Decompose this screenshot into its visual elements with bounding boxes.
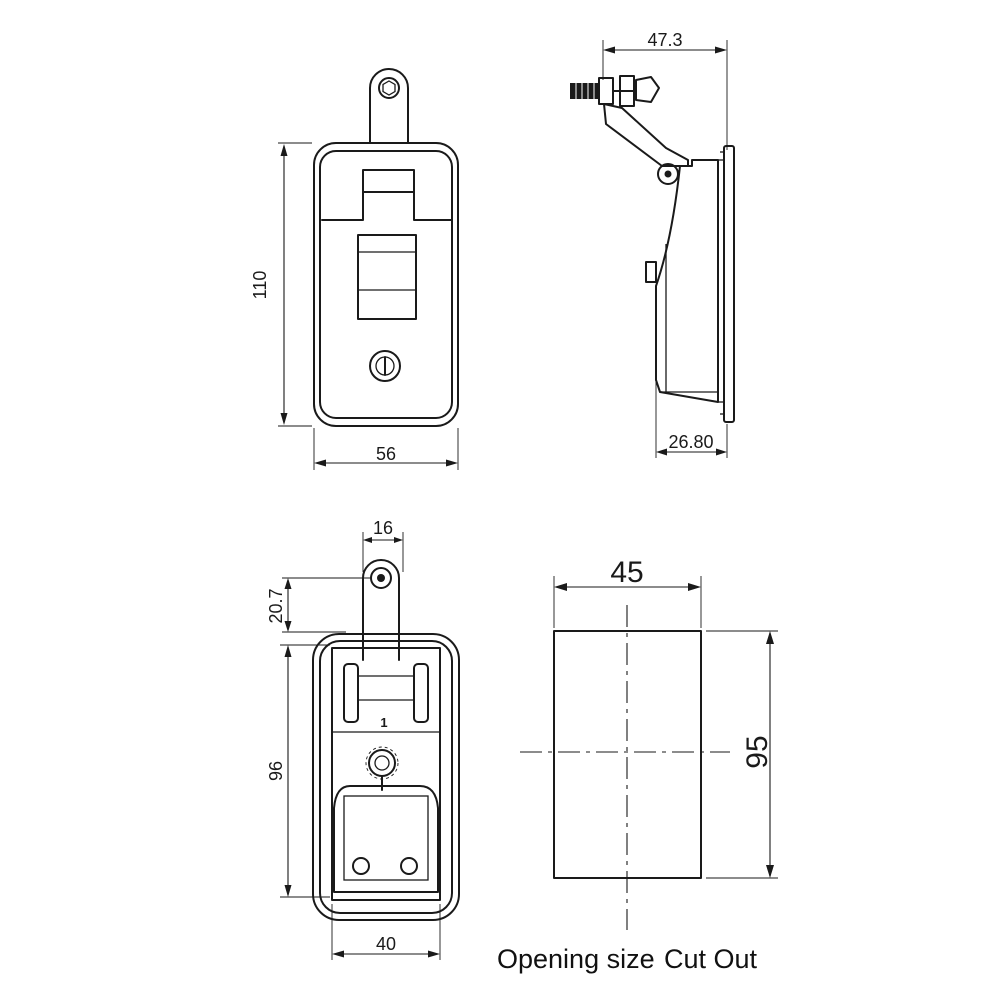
dim-40-arrow-right <box>428 950 440 958</box>
side-knob <box>645 261 657 283</box>
back-lower-plate <box>343 795 429 881</box>
back-mech-right <box>413 663 429 723</box>
side-bracket-mid <box>619 75 635 107</box>
dim-95-label: 95 <box>741 735 774 768</box>
caption-cut-out: Cut Out <box>664 944 758 974</box>
side-threaded-rod <box>570 83 600 99</box>
dim-56-arrow-right <box>446 459 458 467</box>
back-hole-left <box>352 857 370 875</box>
dim-26-arrow-left <box>656 448 667 456</box>
front-view: 110 56 <box>250 68 459 470</box>
dim-56-label: 56 <box>376 444 396 464</box>
cutout-view: 45 95 <box>520 556 778 930</box>
front-tab-bolt <box>378 77 400 99</box>
side-body <box>655 159 719 403</box>
dim-56-arrow-left <box>314 459 326 467</box>
side-pivot <box>657 163 679 185</box>
back-tab <box>362 559 400 661</box>
dim-95-arrow-top <box>766 631 774 644</box>
dim-45-arrow-right <box>688 583 701 591</box>
dim-20-label: 20.7 <box>266 588 286 623</box>
front-key-lock-icon <box>369 350 401 382</box>
front-trigger <box>357 234 417 320</box>
back-outer-flange <box>312 633 460 921</box>
side-pivot-center <box>664 170 672 178</box>
back-mech-left <box>343 663 359 723</box>
back-gear-icon <box>368 749 396 777</box>
dim-16-label: 16 <box>373 518 393 538</box>
dim-110-label: 110 <box>250 271 270 300</box>
side-bracket-left <box>598 77 614 105</box>
back-hole-right <box>400 857 418 875</box>
side-nut-icon <box>635 76 660 103</box>
dim-16-arrow-left <box>363 537 372 543</box>
dim-16-arrow-right <box>394 537 403 543</box>
dim-96-label: 96 <box>266 761 286 781</box>
dim-20-arrow-top <box>284 578 292 589</box>
front-tab <box>369 68 409 143</box>
side-view: 47.3 26.80 <box>570 30 735 458</box>
dim-26-label: 26.80 <box>668 432 713 452</box>
back-view: 1 16 20.7 96 4 <box>266 518 460 960</box>
front-tab-nut-icon <box>382 80 396 96</box>
front-handle-outline <box>321 169 453 221</box>
dim-40-label: 40 <box>376 934 396 954</box>
back-tab-bolt-center <box>377 574 385 582</box>
side-flange-plate <box>723 145 735 423</box>
dim-47-label: 47.3 <box>647 30 682 50</box>
back-gear-teeth <box>365 746 399 780</box>
dim-96-arrow-top <box>284 645 292 657</box>
dim-110-arrow-bottom <box>280 413 288 425</box>
front-inner-flange <box>319 150 453 419</box>
back-marking: 1 <box>380 715 387 730</box>
dim-47-arrow-right <box>715 46 727 54</box>
dim-47-arrow-left <box>603 46 615 54</box>
dim-45-arrow-left <box>554 583 567 591</box>
dim-96-arrow-bottom <box>284 885 292 897</box>
dim-20-arrow-bottom <box>284 621 292 632</box>
back-tab-bolt <box>370 567 392 589</box>
dim-40-arrow-left <box>332 950 344 958</box>
dim-26-arrow-right <box>716 448 727 456</box>
dim-45-label: 45 <box>610 556 643 589</box>
back-gear-inner <box>374 755 390 771</box>
front-outer-flange <box>313 142 459 427</box>
side-arm <box>603 103 689 167</box>
dim-110-arrow-top <box>280 144 288 156</box>
caption-opening-size: Opening size <box>497 944 655 974</box>
back-lower-housing <box>333 785 439 893</box>
dim-95-arrow-bottom <box>766 865 774 878</box>
back-inner-flange <box>319 640 453 914</box>
back-housing <box>331 647 441 901</box>
